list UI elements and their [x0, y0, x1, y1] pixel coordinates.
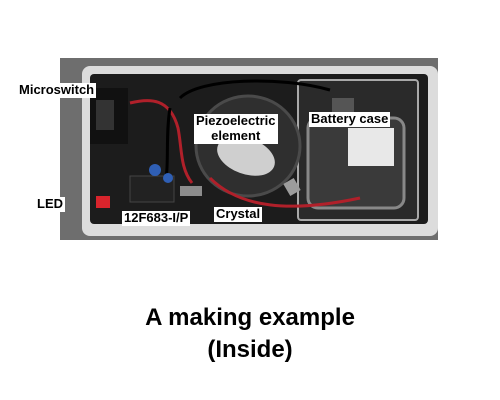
battery-clip [332, 98, 354, 112]
microswitch-label: Microswitch [17, 82, 97, 98]
black-wire [178, 79, 331, 100]
blue-capacitor-2 [163, 173, 173, 183]
chip-label: 12F683-I/P [122, 210, 191, 226]
blue-capacitor [149, 164, 161, 176]
caption-line2: (Inside) [207, 336, 293, 363]
led-label: LED [35, 196, 65, 212]
red-wire-2 [208, 176, 361, 208]
crystal-component [180, 186, 202, 196]
piezo-label-line2: element [211, 127, 261, 143]
crystal-label: Crystal [214, 206, 263, 222]
piezo-label: Piezoelectric element [194, 113, 278, 144]
battery-case-label: Battery case [309, 111, 391, 127]
piezo-label-area [217, 136, 275, 176]
diode [283, 177, 301, 197]
battery-contact [348, 128, 394, 166]
led-component [96, 196, 110, 208]
red-wire-1 [129, 99, 194, 184]
microswitch-lever [96, 100, 114, 130]
caption-line1: A making example [145, 304, 355, 331]
piezo-label-line1: Piezoelectric [196, 113, 276, 128]
caption: A making example (Inside) [0, 302, 500, 366]
